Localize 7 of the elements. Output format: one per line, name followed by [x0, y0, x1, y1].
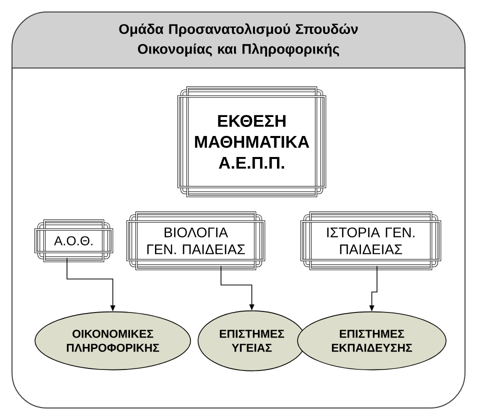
framed-box: Α.Ο.Θ. [34, 219, 114, 262]
ellipse-node: ΟΙΚΟΝΟΜΙΚΕΣ ΠΛΗΡΟΦΟΡΙΚΗΣ [34, 311, 191, 370]
ellipse-node: ΕΠΙΣΤΗΜΕΣ ΥΓΕΙΑΣ [198, 310, 306, 372]
ellipse-node: ΕΠΙΣΤΗΜΕΣ ΕΚΠΑΙΔΕΥΣΗΣ [297, 311, 446, 370]
framed-box: ΕΚΘΕΣΗ ΜΑΘΗΜΑΤΙΚΑ Α.Ε.Π.Π. [177, 86, 326, 198]
framed-box: ΙΣΤΟΡΙΑ ΓΕΝ. ΠΑΙΔΕΙΑΣ [300, 211, 442, 270]
framed-box: ΒΙΟΛΟΓΙΑ ΓΕΝ. ΠΑΙΔΕΙΑΣ [126, 211, 266, 270]
